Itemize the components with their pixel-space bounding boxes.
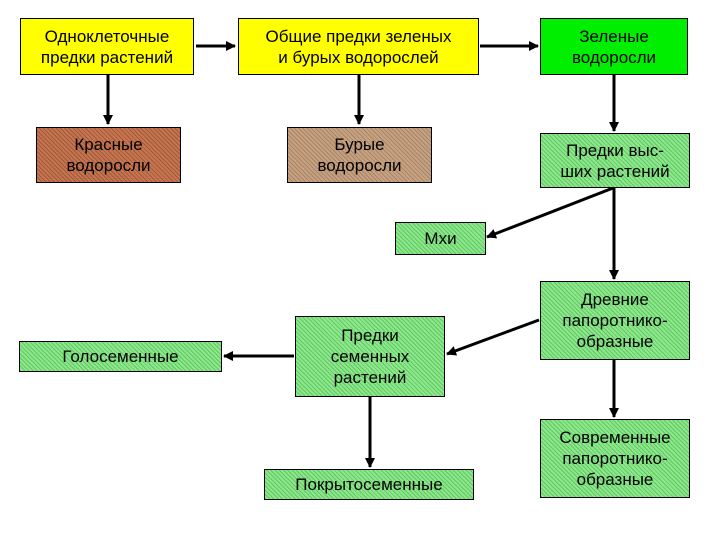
- node-brown-algae: Бурые водоросли: [287, 127, 432, 183]
- arrow-higher-to-mosses: [486, 186, 614, 239]
- node-modern-ferns: Современные папоротнико- образные: [540, 419, 690, 498]
- node-angiosperms: Покрытосеменные: [264, 469, 474, 500]
- node-gymnosperms: Голосеменные: [19, 341, 222, 372]
- node-red-algae: Красные водоросли: [36, 127, 181, 183]
- node-unicellular-ancestors: Одноклеточные предки растений: [20, 18, 194, 75]
- node-higher-plant-ancestors: Предки выс- ших растений: [540, 133, 690, 188]
- node-common-ancestors: Общие предки зеленых и бурых водорослей: [238, 18, 479, 75]
- node-mosses: Мхи: [395, 222, 486, 255]
- node-green-algae: Зеленые водоросли: [540, 18, 688, 75]
- node-ancient-ferns: Древние папоротнико- образные: [540, 281, 690, 360]
- node-seed-plant-ancestors: Предки семенных растений: [295, 316, 445, 397]
- arrow-ancient-to-seed-ancestors: [446, 318, 540, 356]
